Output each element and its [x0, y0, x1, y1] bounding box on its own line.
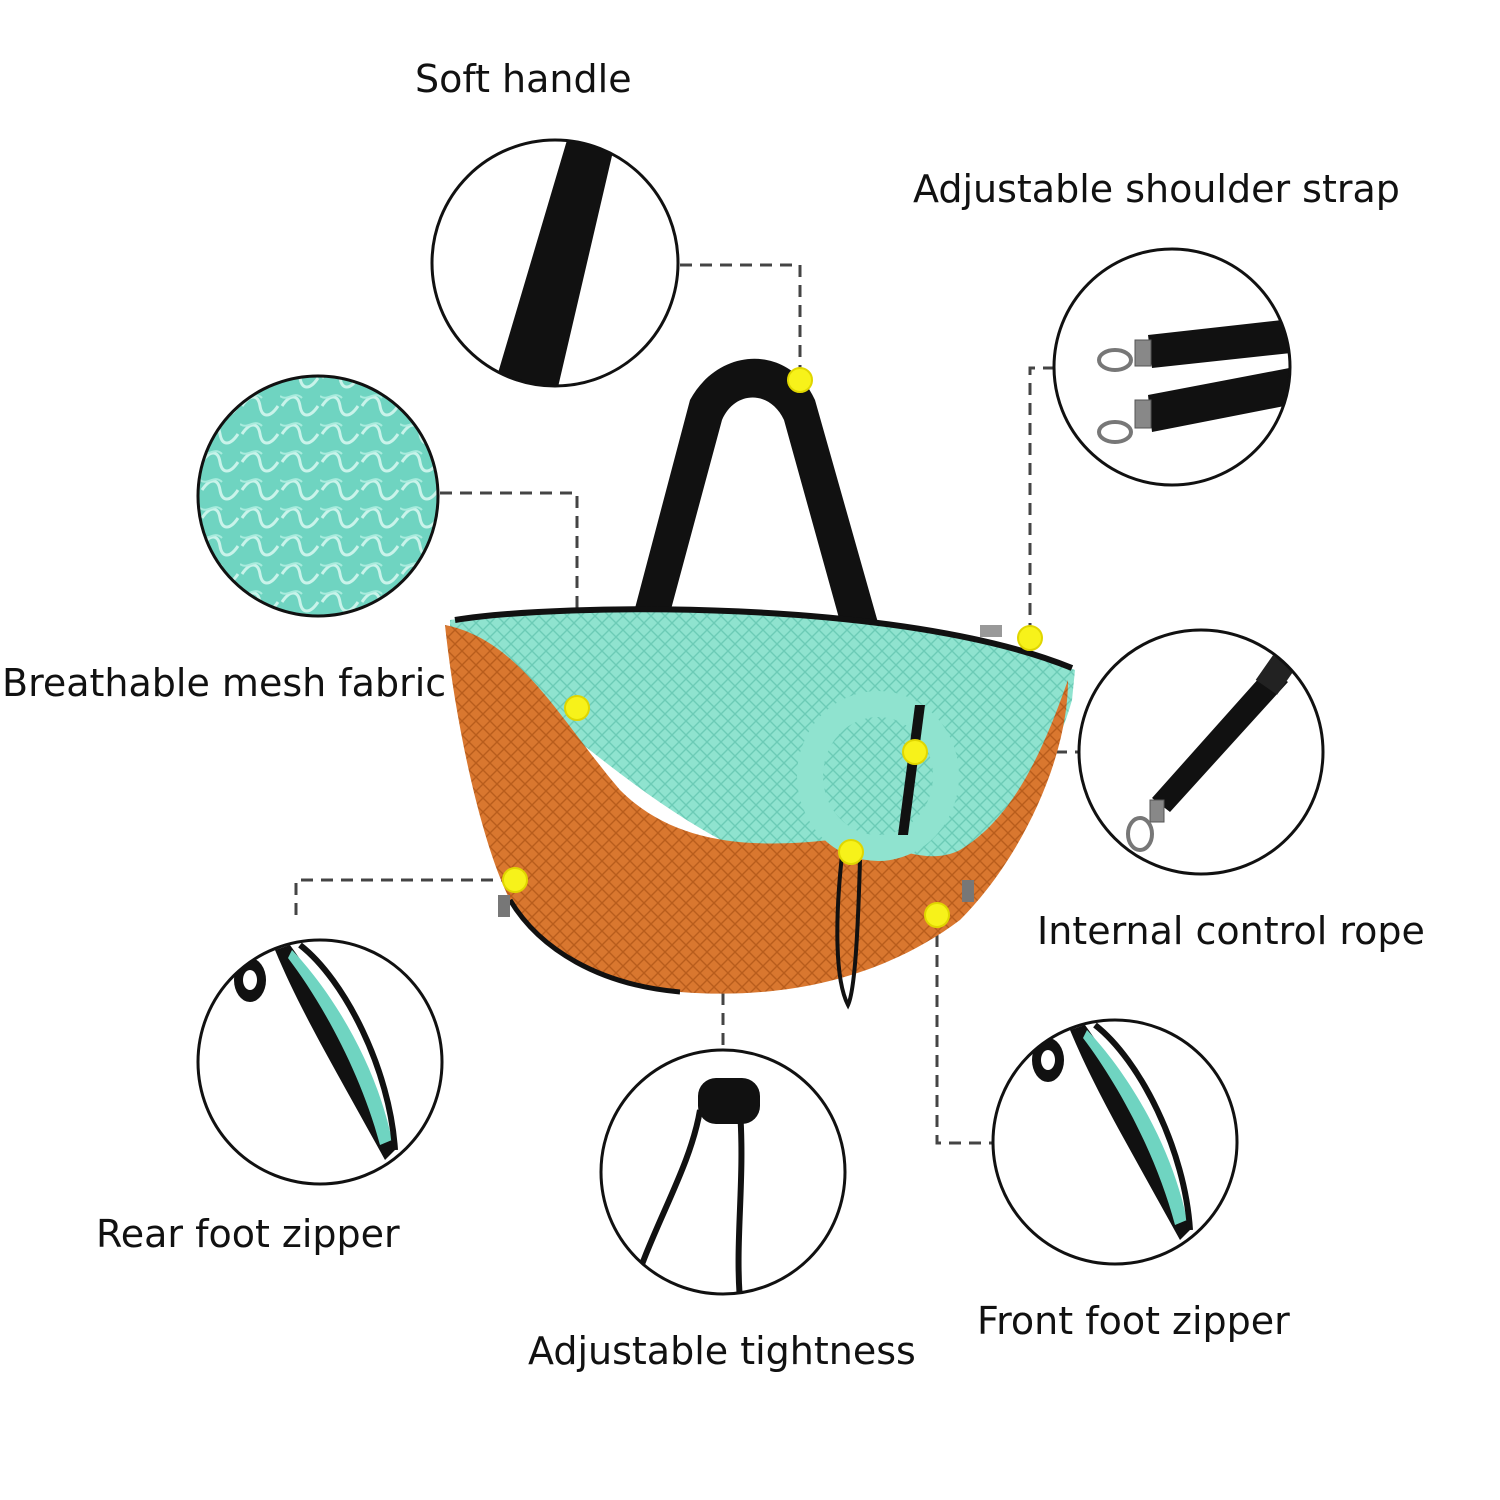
pet-carrier-bag	[445, 358, 1075, 1010]
label-rear-zipper: Rear foot zipper	[96, 1212, 400, 1256]
callout-markers	[502, 367, 1043, 928]
label-shoulder-strap: Adjustable shoulder strap	[913, 167, 1400, 211]
marker-mesh	[564, 695, 590, 721]
marker-front	[924, 902, 950, 928]
head-opening-ring	[797, 691, 959, 861]
closeup-shoulder-strap	[1052, 247, 1292, 487]
label-mesh-fabric: Breathable mesh fabric	[2, 661, 447, 705]
leader-strap	[1028, 366, 1055, 638]
marker-rear	[502, 867, 528, 893]
marker-strap	[1017, 625, 1043, 651]
marker-tight	[838, 839, 864, 865]
handle-strap-image	[490, 140, 618, 386]
leader-mesh	[440, 491, 579, 705]
label-soft-handle: Soft handle	[415, 57, 632, 101]
closeup-rear-zipper	[196, 938, 444, 1186]
leader-rear	[294, 878, 514, 915]
marker-rope	[902, 739, 928, 765]
bag-orange-mesh	[445, 625, 1068, 994]
closeup-front-zipper	[991, 1018, 1239, 1266]
label-control-rope: Internal control rope	[1037, 909, 1425, 953]
bag-handle	[620, 358, 890, 665]
closeup-control-rope	[1077, 628, 1325, 876]
leader-front	[935, 915, 995, 1145]
label-front-zipper: Front foot zipper	[977, 1299, 1290, 1343]
marker-handle	[787, 367, 813, 393]
closeup-soft-handle	[430, 138, 680, 388]
leader-handle	[680, 263, 802, 378]
closeup-mesh-fabric	[196, 374, 440, 618]
label-tightness: Adjustable tightness	[528, 1329, 916, 1373]
closeup-tightness	[599, 1048, 847, 1296]
bag-teal-mesh	[450, 610, 1075, 880]
